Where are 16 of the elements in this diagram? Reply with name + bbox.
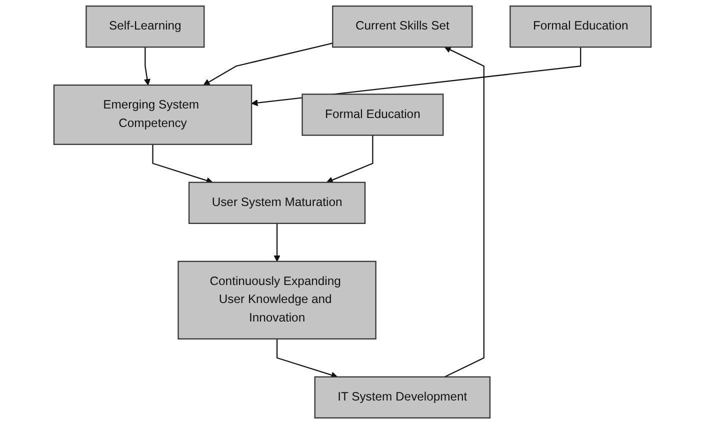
arrow (144, 47, 150, 86)
arrow (152, 144, 213, 184)
node-box: Self-Learning (86, 6, 205, 48)
node-box: Formal Education (510, 6, 652, 48)
node-box: Formal Education (302, 94, 444, 136)
node-box: IT System Development (314, 376, 491, 418)
node-box: Continuously Expanding User Knowledge and Innovation (178, 260, 376, 340)
node-box: Emerging System Competency (53, 84, 252, 145)
arrow (251, 47, 582, 106)
arrow (274, 223, 280, 262)
arrow (203, 42, 333, 86)
arrow (276, 338, 338, 378)
node-box: User System Maturation (188, 182, 366, 224)
node-box: Current Skills Set (332, 6, 473, 48)
arrow (326, 135, 374, 184)
arrow (444, 46, 484, 378)
